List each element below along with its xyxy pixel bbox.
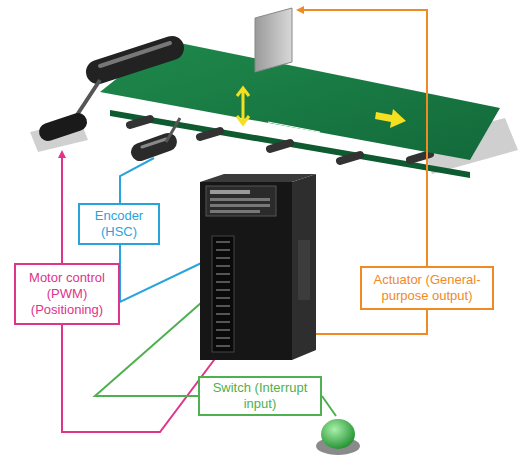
motor [48, 122, 78, 132]
callout-text: Switch (Interrupt input) [204, 380, 316, 412]
callout-box: Motor control (PWM) (Positioning) [14, 263, 120, 325]
push-button [316, 419, 360, 455]
switch-wire [322, 396, 336, 416]
module-side [292, 174, 316, 360]
panel-marking [210, 190, 250, 194]
callout-box: Switch (Interrupt input) [198, 376, 322, 416]
encoder-wire [120, 158, 154, 203]
connector-pins [216, 242, 230, 346]
motor-wire [61, 152, 63, 263]
conveyor [30, 8, 518, 178]
roller [200, 131, 220, 137]
callout-box: Encoder (HSC) [78, 203, 160, 245]
panel-marking [210, 198, 270, 201]
button-cap [321, 419, 355, 449]
encoder-shine [142, 139, 166, 147]
callout-body: Actuator (General-purpose output) [366, 272, 488, 304]
callout-text: Actuator (General-purpose output) [366, 272, 488, 304]
shaft [75, 80, 100, 118]
actuator-wire [298, 10, 427, 266]
callout-body: Switch (Interrupt input) [204, 380, 316, 412]
callout-text: Motor control (PWM) (Positioning) [20, 270, 114, 318]
callout-body: Motor control (PWM) (Positioning) [20, 270, 114, 318]
side-latch [298, 240, 310, 300]
roller-shine [100, 43, 170, 66]
roller [270, 143, 290, 149]
connector [212, 236, 234, 352]
callout-text: Encoder (HSC) [84, 208, 154, 240]
module-top [200, 174, 316, 182]
panel-marking [210, 204, 270, 207]
plc-module [200, 174, 316, 360]
callout-box: Actuator (General-purpose output) [360, 266, 494, 310]
led-panel [206, 186, 276, 216]
encoder-shaft [166, 118, 180, 142]
drive-roller [98, 48, 172, 72]
roller [130, 119, 150, 125]
gate-plate [255, 8, 292, 72]
roller [340, 155, 360, 161]
updown-arrow [237, 88, 249, 124]
flow-arrow [375, 109, 406, 128]
callout-body: Encoder (HSC) [84, 208, 154, 240]
wires [62, 10, 427, 432]
panel-marking [210, 210, 260, 213]
dimension-line [268, 122, 320, 132]
motor-base [30, 120, 88, 152]
module-body [200, 182, 292, 360]
